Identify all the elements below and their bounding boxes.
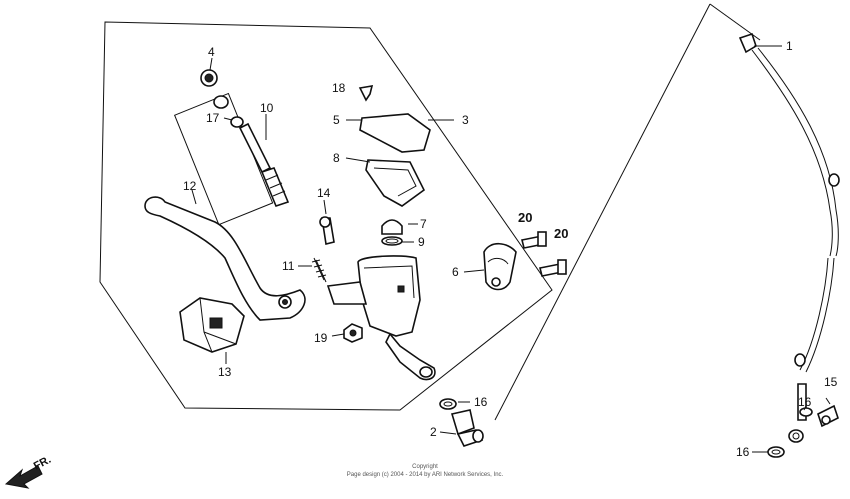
callout-16c: 16 [736,445,750,459]
callout-19: 19 [314,331,328,345]
callout-13: 13 [218,365,232,379]
callout-1: 1 [786,39,793,53]
callout-6: 6 [452,265,459,279]
front-label: FR. [32,454,53,473]
nut [343,323,363,343]
callout-8: 8 [333,151,340,165]
banjo-bolt-assembly [439,398,484,447]
lever-holder [179,297,245,353]
callout-2: 2 [430,425,437,439]
boot-and-circlip [381,219,403,246]
master-cylinder-body [326,255,436,381]
callout-20a: 20 [518,210,532,225]
leader-lines [191,45,831,453]
callout-20b: 20 [554,226,568,241]
brake-lever [144,196,306,321]
callout-5: 5 [333,113,340,127]
callout-3: 3 [462,113,469,127]
pivot-bolt-spring [311,216,335,283]
copyright-notice: Page design (c) 2004 - 2014 by ARI Netwo… [347,472,504,478]
callout-17: 17 [206,111,220,125]
callout-11: 11 [282,259,295,273]
callout-18: 18 [332,81,346,95]
callout-12: 12 [183,179,197,193]
callout-16b: 16 [798,395,812,409]
callout-14: 14 [317,186,331,200]
callout-10: 10 [260,101,274,115]
copyright-label: Copyright [412,464,438,470]
reservoir-cap-assembly [358,85,431,207]
callout-4: 4 [208,45,215,59]
piston-assembly [173,69,290,226]
callout-7: 7 [420,217,427,231]
callout-9: 9 [418,235,425,249]
callout-16a: 16 [474,395,488,409]
holder-clamp [483,242,517,291]
front-direction-arrow: FR. [4,454,53,489]
brake-hose [494,3,840,443]
clamp-bolts [521,231,567,277]
lower-banjo-bolt [767,404,839,458]
assembly-outline [99,21,553,411]
callout-15: 15 [824,375,838,389]
callout-labels: 1 2 3 4 5 6 7 8 9 10 11 12 13 14 15 16 1… [183,39,838,459]
